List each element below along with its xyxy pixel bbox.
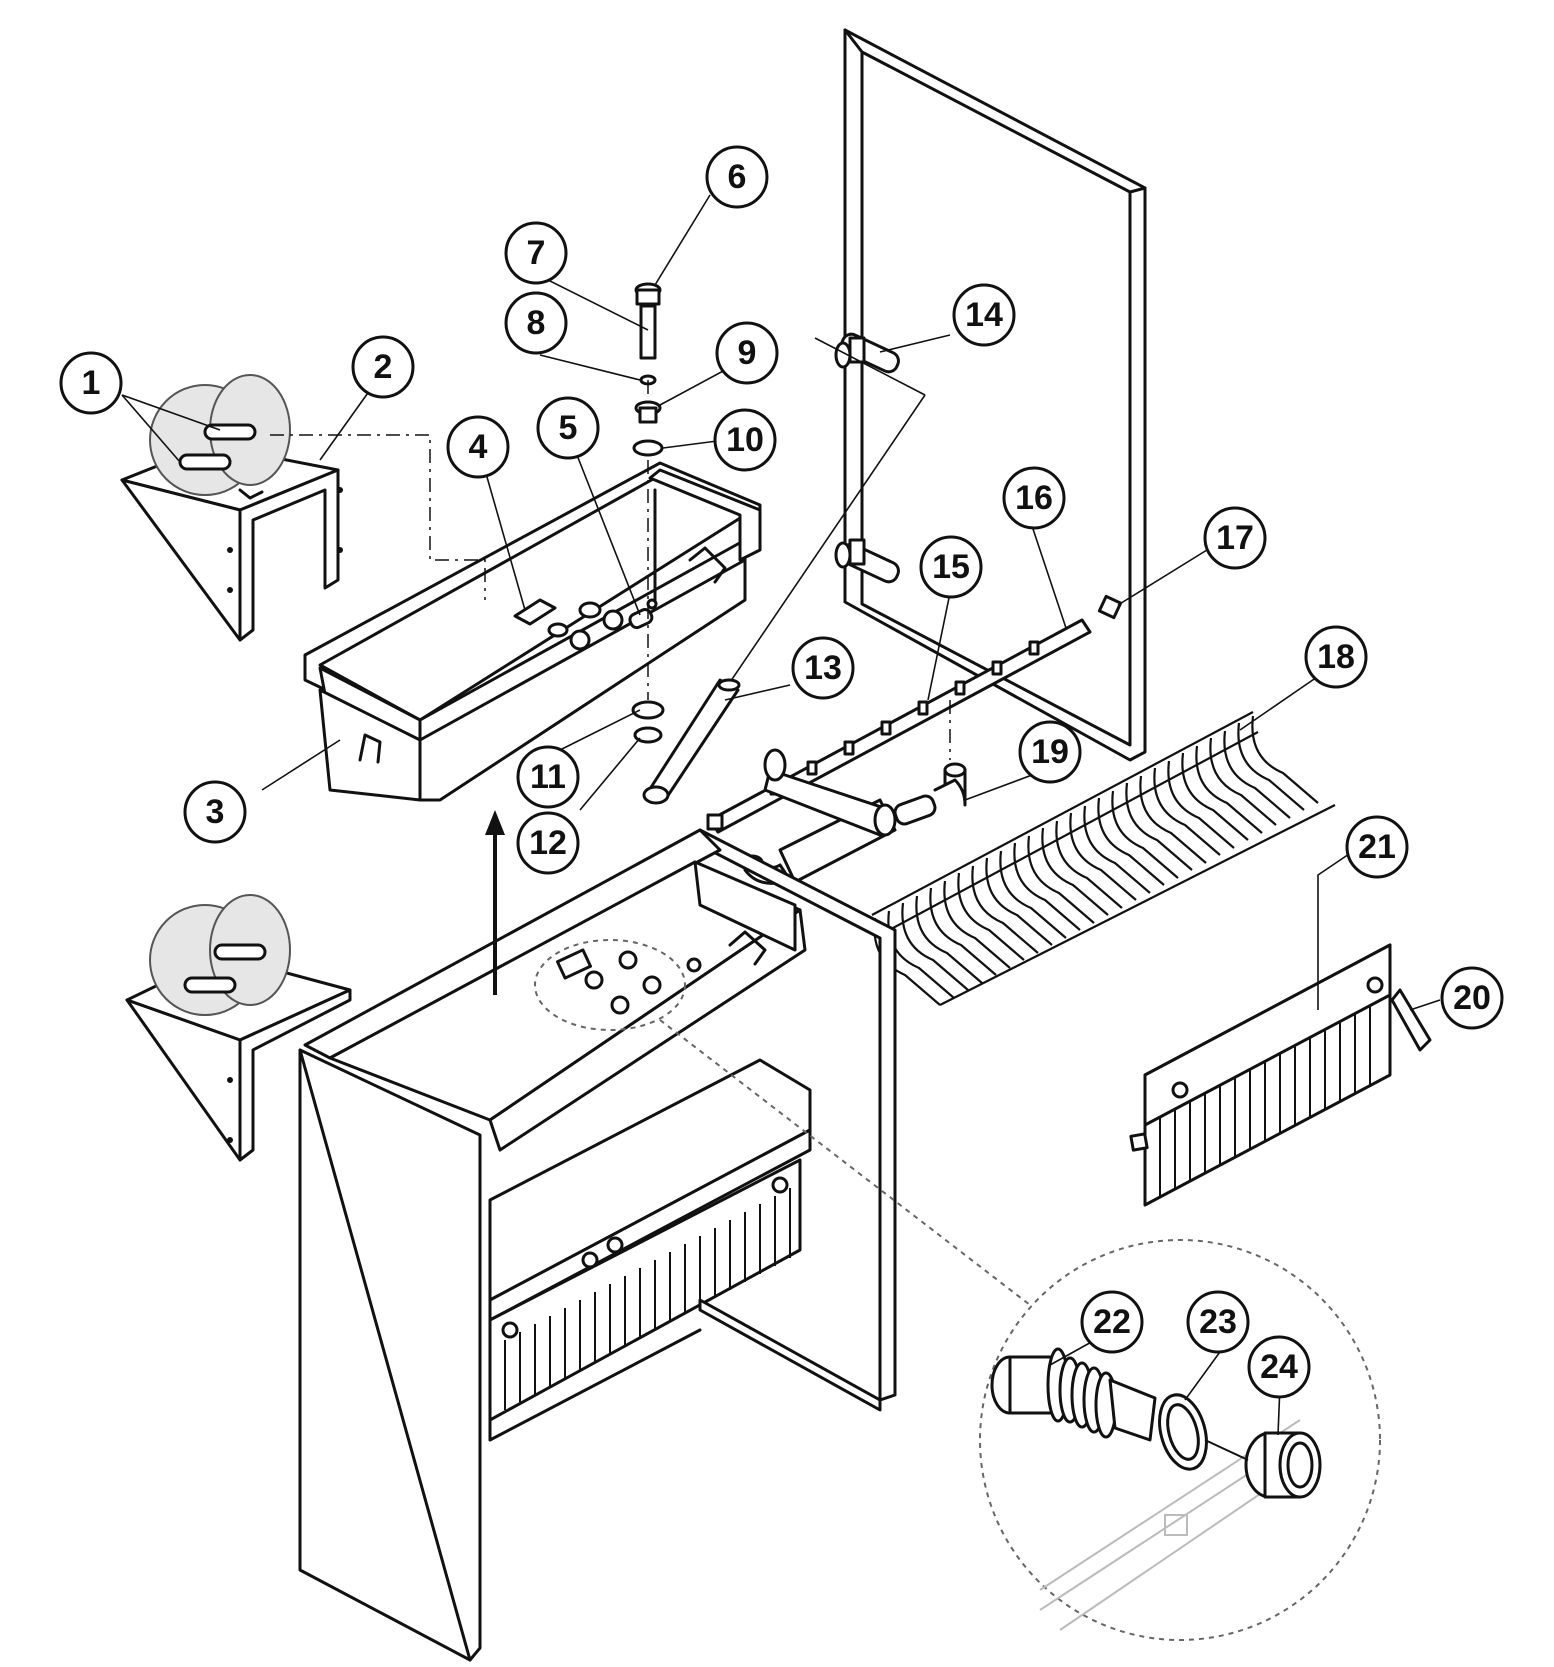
callout-1: 1 [59, 351, 123, 415]
svg-text:17: 17 [1216, 519, 1254, 557]
louver-grille [871, 711, 1336, 1006]
svg-text:7: 7 [527, 234, 546, 272]
filter-pleats [1159, 1005, 1371, 1197]
callout-6: 6 [705, 145, 769, 209]
drain-tube [642, 678, 741, 805]
assembly-direction-arrow [485, 810, 505, 995]
svg-text:2: 2 [374, 348, 393, 386]
callouts: 1 2 3 4 5 6 7 8 9 10 11 12 13 14 15 16 1… [59, 145, 1504, 1399]
door-panel [843, 28, 1147, 762]
callout-17: 17 [1203, 506, 1267, 570]
svg-text:24: 24 [1260, 1348, 1298, 1386]
svg-text:12: 12 [529, 824, 567, 862]
callout-22: 22 [1080, 1290, 1144, 1354]
hinge-lower [834, 538, 900, 584]
svg-text:19: 19 [1031, 733, 1069, 771]
svg-text:6: 6 [728, 158, 747, 196]
callout-11: 11 [516, 745, 580, 809]
svg-text:8: 8 [527, 304, 546, 342]
svg-text:4: 4 [469, 428, 488, 466]
svg-text:21: 21 [1358, 828, 1396, 866]
svg-text:20: 20 [1453, 979, 1491, 1017]
svg-text:13: 13 [804, 649, 842, 687]
svg-text:14: 14 [965, 296, 1003, 334]
filter-strip [1390, 988, 1432, 1052]
motor-assembly-lower [125, 894, 352, 1162]
cabinet [298, 828, 897, 1662]
svg-text:22: 22 [1093, 1303, 1131, 1341]
callout-12: 12 [516, 811, 580, 875]
svg-text:15: 15 [932, 548, 970, 586]
callout-23: 23 [1186, 1290, 1250, 1354]
spray-manifold [706, 618, 1092, 834]
svg-text:3: 3 [206, 793, 225, 831]
float-valve-stack [631, 282, 665, 744]
reservoir-tray [303, 461, 762, 802]
callout-18: 18 [1304, 625, 1368, 689]
callout-3: 3 [183, 780, 247, 844]
svg-text:9: 9 [738, 334, 757, 372]
svg-text:18: 18 [1317, 638, 1355, 676]
leader-lines [121, 194, 1441, 1436]
detail-zoom-circle-small [534, 939, 686, 1031]
callout-10: 10 [713, 408, 777, 472]
svg-text:23: 23 [1199, 1303, 1237, 1341]
callout-7: 7 [504, 221, 568, 285]
callout-9: 9 [715, 321, 779, 385]
door-catch [1097, 594, 1123, 620]
svg-text:10: 10 [726, 421, 764, 459]
svg-text:16: 16 [1015, 479, 1053, 517]
callout-24: 24 [1247, 1335, 1311, 1399]
callout-19: 19 [1018, 720, 1082, 784]
cabinet-pleats [504, 1188, 791, 1410]
motor-assembly-upper [120, 374, 343, 642]
callout-14: 14 [952, 283, 1016, 347]
svg-text:1: 1 [82, 364, 101, 402]
callout-4: 4 [446, 415, 510, 479]
supply-pipe [740, 748, 967, 885]
callout-21: 21 [1345, 815, 1409, 879]
callout-20: 20 [1440, 966, 1504, 1030]
fitting-threads [1046, 1347, 1118, 1439]
hinge-upper [834, 332, 900, 374]
svg-text:11: 11 [530, 758, 566, 796]
callout-15: 15 [919, 535, 983, 599]
callout-2: 2 [351, 335, 415, 399]
svg-text:5: 5 [559, 409, 578, 447]
callout-16: 16 [1002, 466, 1066, 530]
callout-5: 5 [536, 396, 600, 460]
callout-8: 8 [504, 291, 568, 355]
callout-13: 13 [791, 636, 855, 700]
filter-panel [1129, 943, 1432, 1207]
detail-view [979, 1239, 1381, 1641]
grille-bars [873, 715, 1319, 1006]
